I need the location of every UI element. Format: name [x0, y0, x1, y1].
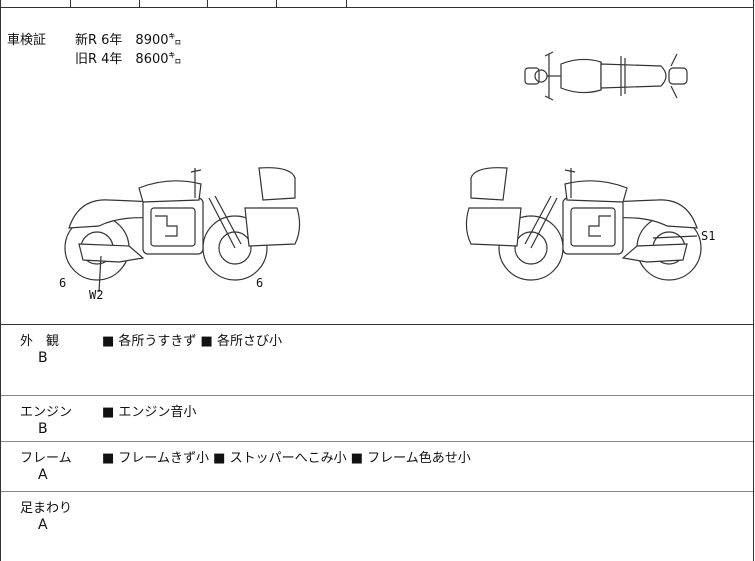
- top-cell: [140, 0, 208, 7]
- right-damage-code: S1: [701, 229, 716, 243]
- inspection-line-old: 旧R 4年 8600㌔: [75, 52, 182, 67]
- left-front-mark: 6: [59, 276, 67, 290]
- top-cell: [208, 0, 277, 7]
- motorcycle-left-side: [64, 167, 301, 293]
- section-grade: A: [38, 467, 48, 483]
- section-title: 足まわり: [20, 501, 73, 516]
- top-table-strip: [1, 0, 753, 8]
- top-cell: [1, 0, 71, 7]
- section-grade: A: [38, 517, 48, 533]
- motorcycle-top-view: [524, 51, 688, 101]
- inspection-label: 車検証: [7, 33, 47, 48]
- section-notes: ■ フレームきず小 ■ ストッパーへこみ小 ■ フレーム色あせ小: [102, 451, 471, 466]
- section-exterior: 外 観 B ■ 各所うすきず ■ 各所さび小: [1, 325, 753, 396]
- section-grade: B: [38, 350, 48, 366]
- section-frame: フレーム A ■ フレームきず小 ■ ストッパーへこみ小 ■ フレーム色あせ小: [1, 442, 753, 492]
- section-notes: ■ 各所うすきず ■ 各所さび小: [102, 334, 282, 349]
- left-rear-mark: 6: [256, 276, 264, 290]
- motorcycle-right-side: [465, 167, 702, 281]
- damage-diagram: 車検証 新R 6年 8900㌔ 旧R 4年 8600㌔: [1, 8, 753, 325]
- section-title: 外 観: [20, 334, 60, 349]
- section-suspension: 足まわり A: [1, 492, 753, 561]
- section-engine: エンジン B ■ エンジン音小: [1, 396, 753, 442]
- inspection-line-new: 新R 6年 8900㌔: [75, 33, 182, 48]
- top-cell: [71, 0, 140, 7]
- left-damage-code: W2: [89, 288, 104, 302]
- section-title: エンジン: [20, 405, 73, 420]
- top-cell: [277, 0, 347, 7]
- section-notes: ■ エンジン音小: [102, 405, 197, 420]
- section-grade: B: [38, 421, 48, 437]
- section-title: フレーム: [20, 451, 72, 466]
